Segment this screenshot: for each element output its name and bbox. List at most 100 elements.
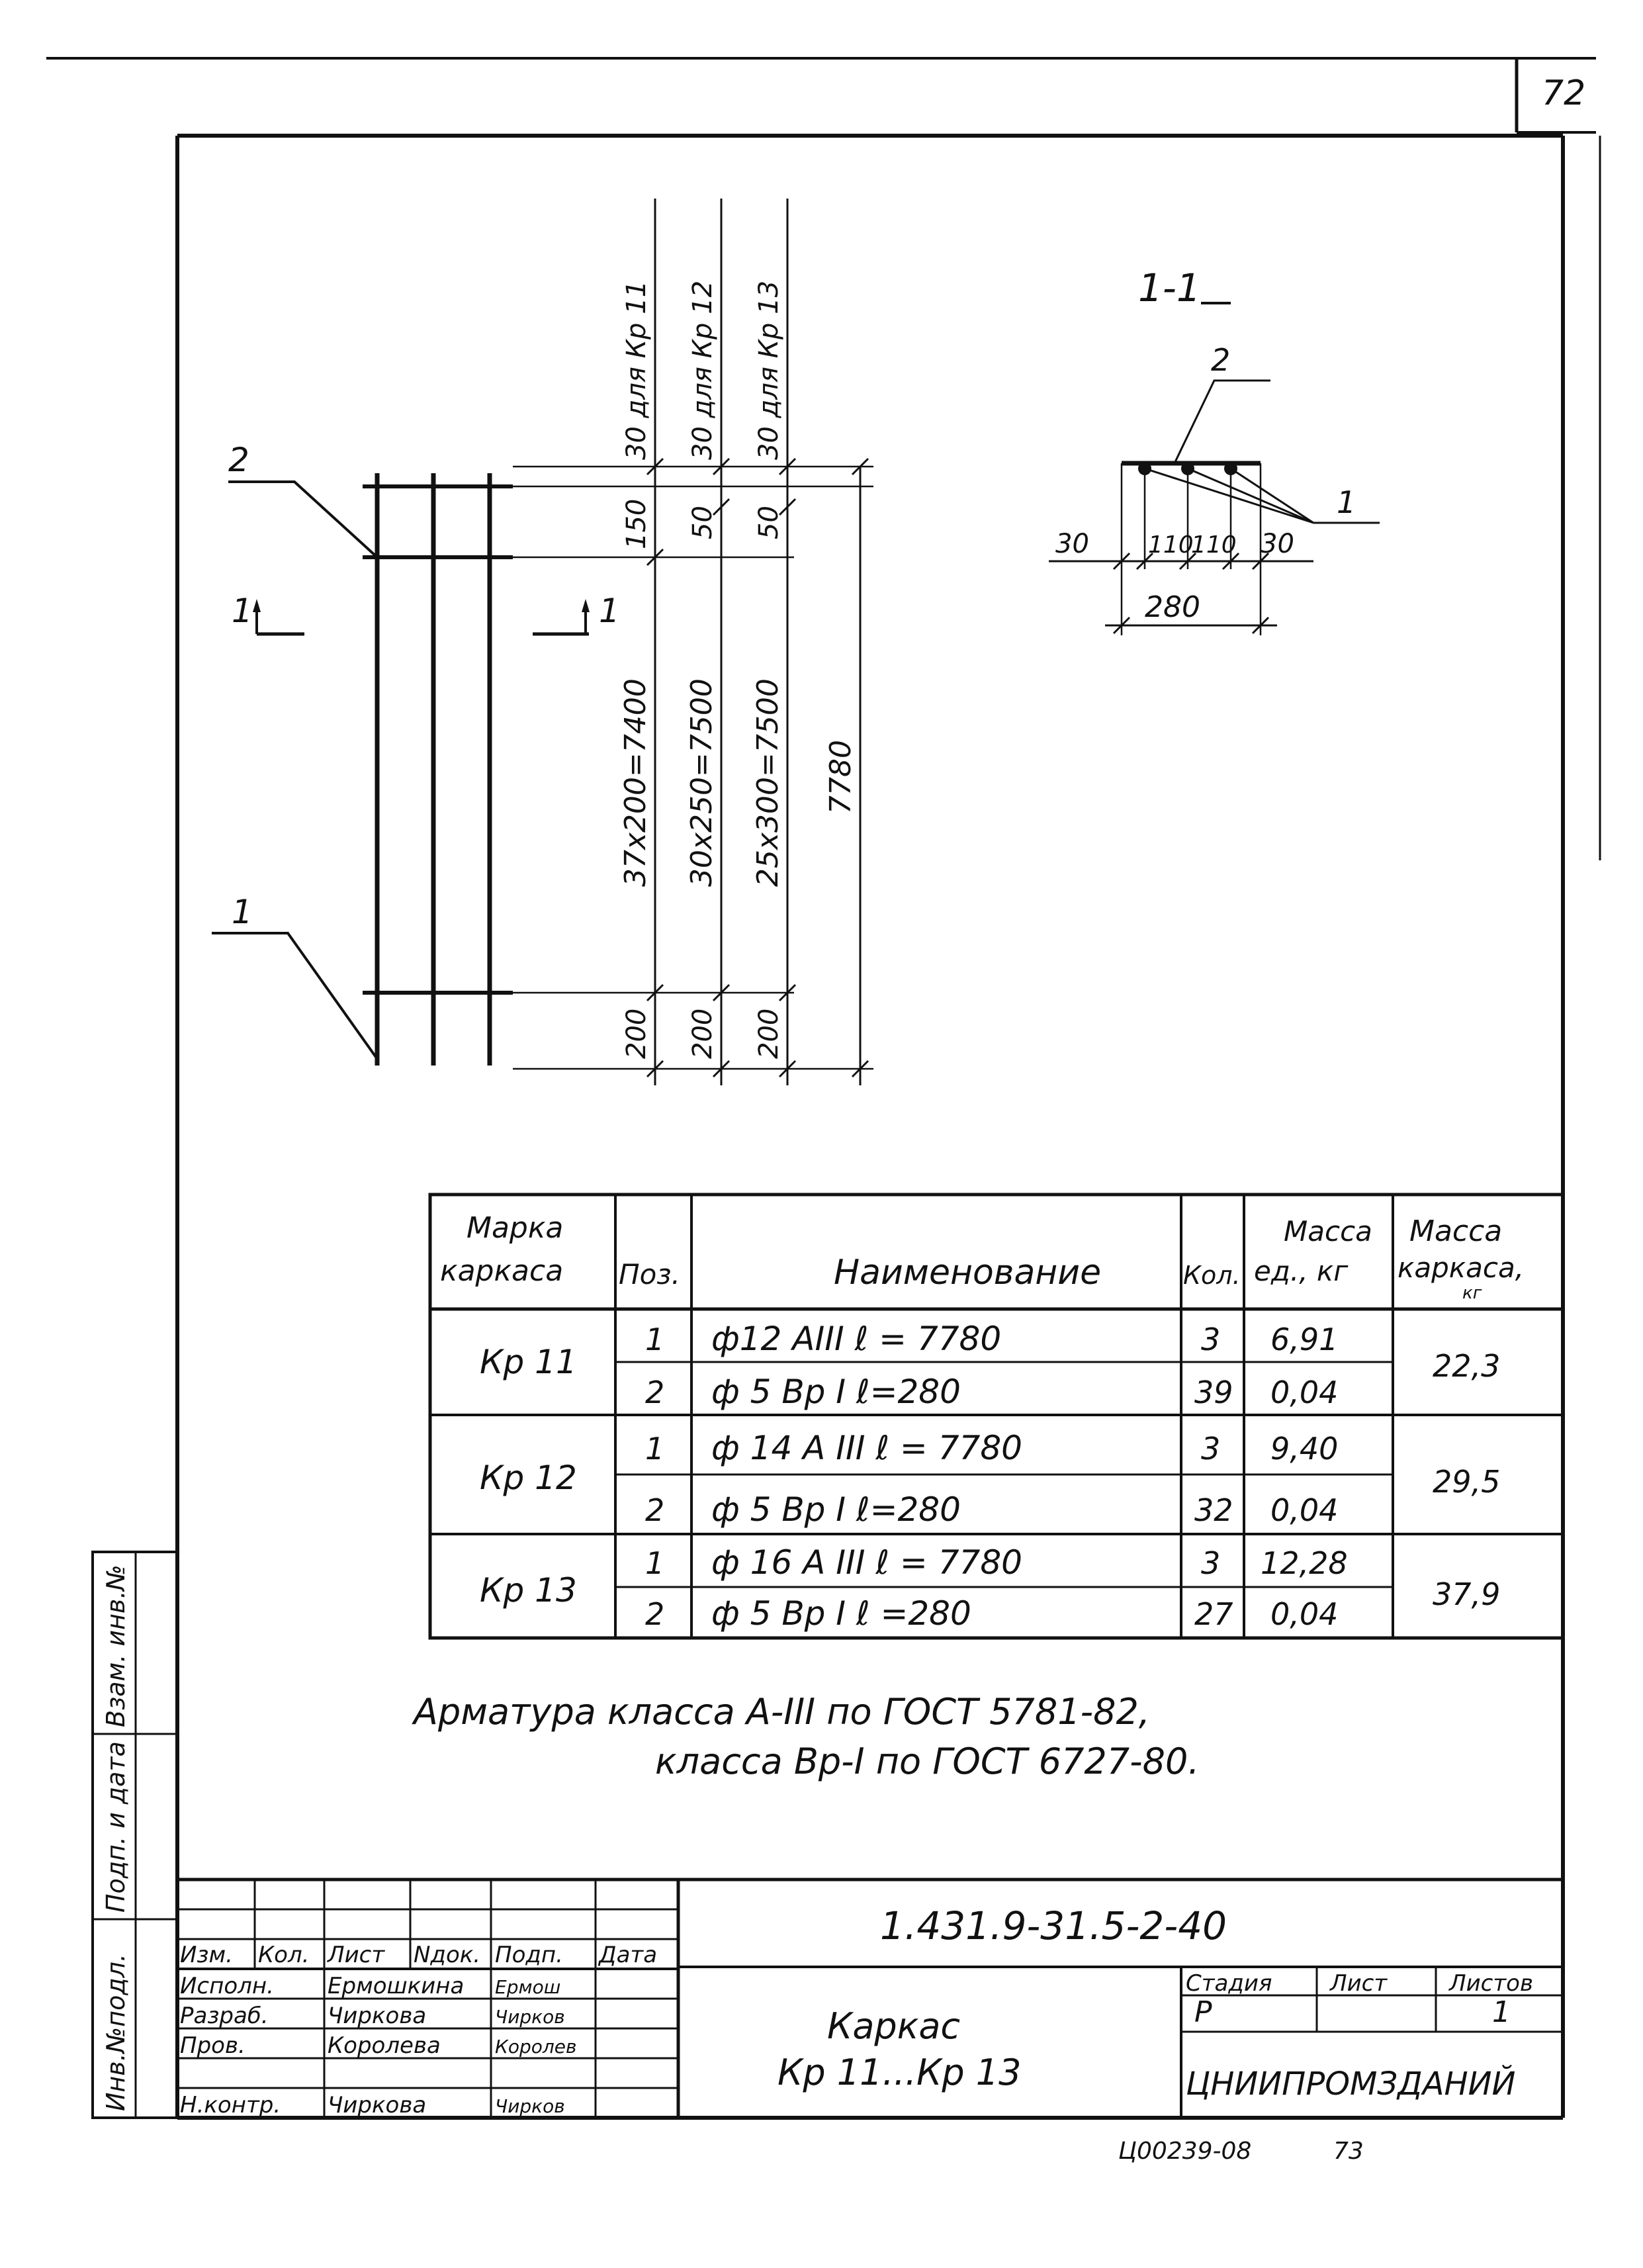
row-unit-mass: 0,04	[1270, 1596, 1338, 1632]
person-role: Пров.	[180, 2032, 245, 2059]
group-mark: Кр 12	[480, 1459, 577, 1497]
person-name: Королева	[328, 2032, 441, 2059]
note-line-1: Арматура класса А-III по ГОСТ 5781-82,	[412, 1691, 1150, 1733]
table-row: 1 ф 14 А III ℓ = 7780 3 9,40	[645, 1429, 1338, 1467]
header-unit-mass-line2: ед., кг	[1254, 1255, 1349, 1287]
row-qty: 27	[1194, 1596, 1233, 1632]
title-block-people: Исполн. Ермошкина Ермош Разраб. Чиркова …	[180, 1973, 577, 2118]
spec-table-grid	[428, 1193, 1565, 1640]
header-frame-mass-line3: кг	[1462, 1283, 1482, 1303]
row-name: ф 14 А III ℓ = 7780	[711, 1429, 1022, 1467]
person-role: Н.контр.	[180, 2092, 281, 2118]
dim-top-kr13: 30 для Кр 13	[754, 281, 784, 460]
table-row: 2 ф 5 Вр I ℓ=280 32 0,04	[645, 1490, 1338, 1529]
row-unit-mass: 0,04	[1270, 1492, 1338, 1528]
person-name: Чиркова	[328, 2003, 426, 2029]
row-unit-mass: 6,91	[1270, 1322, 1338, 1357]
spec-group-kr13: Кр 13 37,9 1 ф 16 А III ℓ = 7780 3 12,28…	[480, 1543, 1500, 1633]
stage-label: Стадия	[1186, 1970, 1272, 1997]
title-block-col-headers: Изм. Кол. Лист Nдок. Подп. Дата	[180, 1942, 657, 1968]
dim-bottom-kr12: 200	[688, 1009, 718, 1059]
row-name: ф12 АIII ℓ = 7780	[711, 1320, 1001, 1358]
row-unit-mass: 12,28	[1261, 1545, 1348, 1581]
callout-1: 1	[232, 893, 253, 931]
dim-mid-kr12: 30х250=7500	[685, 678, 719, 887]
stage-value: Р	[1194, 1995, 1212, 2029]
footer-code: Ц00239-08	[1118, 2138, 1251, 2165]
dim-top-kr12: 30 для Кр 12	[688, 281, 718, 460]
person-role: Разраб.	[180, 2003, 269, 2029]
row-qty: 39	[1194, 1375, 1233, 1410]
group-frame-mass: 29,5	[1433, 1464, 1500, 1500]
inventory-original-label: Инв.№подл.	[101, 1954, 130, 2111]
header-qty: Кол.	[1183, 1261, 1241, 1290]
spec-group-kr12: Кр 12 29,5 1 ф 14 А III ℓ = 7780 3 9,40 …	[480, 1429, 1500, 1529]
row-pos: 1	[645, 1545, 664, 1581]
header-mark-line1: Марка	[466, 1211, 563, 1245]
col-header-ndok: Nдок.	[414, 1942, 480, 1968]
row-name: ф 16 А III ℓ = 7780	[711, 1543, 1022, 1582]
table-row: 1 ф 16 А III ℓ = 7780 3 12,28	[645, 1543, 1348, 1582]
dim-bottom-kr11: 200	[621, 1009, 652, 1059]
table-row: 2 ф 5 Вр I ℓ=280 39 0,04	[645, 1373, 1338, 1411]
organization-name: ЦНИИПРОМЗДАНИЙ	[1186, 2065, 1515, 2103]
cut-mark-right: 1	[599, 592, 620, 630]
row-pos: 2	[645, 1375, 664, 1410]
row-name: ф 5 Вр I ℓ=280	[711, 1373, 961, 1411]
col-header-izm: Изм.	[180, 1942, 233, 1968]
person-sign: Ермош	[495, 1976, 560, 1998]
section-dim-110-b: 110	[1191, 531, 1237, 559]
sheet-label: Лист	[1329, 1970, 1388, 1997]
row-pos: 2	[645, 1492, 664, 1528]
person-sign: Королев	[495, 2036, 577, 2058]
person-name: Ермошкина	[328, 1973, 464, 1999]
col-header-podp: Подп.	[495, 1942, 563, 1968]
col-header-list: Лист	[326, 1942, 385, 1968]
row-unit-mass: 0,04	[1270, 1375, 1338, 1410]
person-sign: Чирков	[495, 2006, 565, 2028]
sign-date-label: Подп. и дата	[101, 1741, 130, 1913]
header-frame-mass-line1: Масса	[1409, 1214, 1502, 1248]
col-header-kol: Кол.	[258, 1942, 309, 1968]
section-dim-280: 280	[1145, 590, 1200, 624]
row-qty: 3	[1201, 1545, 1220, 1581]
section-callout-1: 1	[1337, 484, 1356, 520]
title-block-grid	[177, 1878, 1563, 2118]
document-code: 1.431.9-31.5-2-40	[880, 1903, 1227, 1948]
dim-mid-kr11: 37х200=7400	[619, 678, 652, 887]
sheets-label: Листов	[1448, 1970, 1533, 1997]
dim-50-kr12: 50	[688, 506, 718, 539]
callout-2: 2	[228, 441, 249, 479]
section-dim-110-a: 110	[1148, 531, 1194, 559]
table-row: 1 ф12 АIII ℓ = 7780 3 6,91	[645, 1320, 1338, 1358]
header-frame-mass-line2: каркаса,	[1398, 1251, 1524, 1284]
sheet-frame	[46, 57, 1601, 2120]
cut-mark-left: 1	[232, 592, 253, 630]
section-1-1	[1049, 302, 1380, 635]
group-mark: Кр 11	[480, 1343, 577, 1381]
row-qty: 32	[1194, 1492, 1233, 1528]
spec-group-kr11: Кр 11 22,3 1 ф12 АIII ℓ = 7780 3 6,91 2 …	[480, 1320, 1500, 1411]
sheet-number: 72	[1542, 73, 1585, 113]
row-qty: 3	[1201, 1431, 1220, 1467]
swap-inventory-label: Взам. инв.№	[101, 1565, 130, 1727]
dim-total: 7780	[824, 740, 858, 814]
dim-150: 150	[621, 499, 652, 549]
group-mark: Кр 13	[480, 1571, 577, 1610]
row-name: ф 5 Вр I ℓ =280	[711, 1594, 971, 1633]
person-role: Исполн.	[180, 1973, 274, 1999]
drawing-title-line-2: Кр 11...Кр 13	[777, 2052, 1021, 2093]
header-unit-mass-line1: Масса	[1284, 1215, 1372, 1247]
footer-page: 73	[1333, 2138, 1364, 2165]
header-name: Наименование	[834, 1253, 1101, 1293]
col-header-data: Дата	[598, 1942, 657, 1968]
elevation-drawing	[212, 199, 873, 1085]
person-name: Чиркова	[328, 2092, 426, 2118]
dim-top-kr11: 30 для Кр 11	[621, 281, 652, 460]
group-frame-mass: 22,3	[1433, 1348, 1500, 1384]
sheets-value: 1	[1492, 1995, 1511, 2029]
section-callout-2: 2	[1211, 342, 1230, 378]
table-row: 2 ф 5 Вр I ℓ =280 27 0,04	[645, 1594, 1338, 1633]
header-mark-line2: каркаса	[440, 1254, 563, 1288]
